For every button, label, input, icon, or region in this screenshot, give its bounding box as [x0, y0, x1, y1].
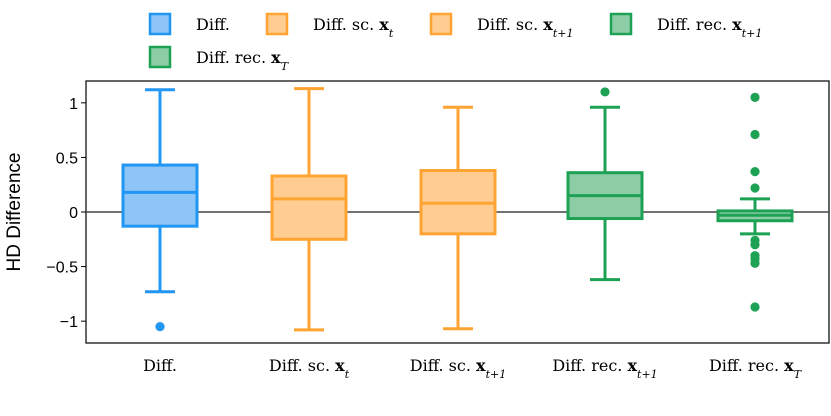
- box-series-5: [716, 92, 794, 312]
- x-category-label: Diff. sc. xt+1: [410, 356, 506, 381]
- outlier-point: [155, 322, 165, 332]
- outlier-point: [750, 167, 760, 177]
- outlier-point: [600, 87, 610, 97]
- legend-swatch: [429, 12, 453, 36]
- legend-swatch: [265, 12, 289, 36]
- legend-item-series-4: Diff. rec. xt+1: [609, 12, 762, 40]
- y-axis: 1 0.5 0 −0.5 −1: [46, 96, 86, 331]
- legend-swatch: [609, 12, 633, 36]
- outlier-point: [750, 183, 760, 193]
- outlier-point: [750, 302, 760, 312]
- x-category-label: Diff. rec. xt+1: [552, 356, 657, 381]
- legend-label: Diff. sc. xt+1: [477, 15, 573, 40]
- y-axis-label: HD Difference: [4, 153, 25, 272]
- x-axis: Diff. Diff. sc. xt Diff. sc. xt+1 Diff. rec…: [143, 356, 803, 381]
- y-tick-label: 0: [69, 205, 78, 222]
- box-series-1: [121, 88, 199, 332]
- legend-item-series-2: Diff. sc. xt: [265, 12, 394, 40]
- iqr-box: [270, 174, 348, 241]
- legend-item-series-5: Diff. rec. xT: [148, 45, 290, 73]
- legend-swatch: [148, 12, 172, 36]
- legend-label: Diff. rec. xt+1: [657, 15, 762, 40]
- outlier-point: [750, 240, 760, 250]
- outlier-point: [750, 258, 760, 268]
- legend-label: Diff. rec. xT: [196, 48, 290, 73]
- outlier-point: [750, 92, 760, 102]
- outlier-point: [750, 129, 760, 140]
- legend-item-series-3: Diff. sc. xt+1: [429, 12, 573, 40]
- legend-label: Diff. sc. xt: [313, 15, 394, 40]
- legend-item-series-1: Diff.: [148, 12, 230, 36]
- legend-label: Diff.: [196, 15, 230, 34]
- legend-swatch: [148, 45, 172, 69]
- y-tick-label: 1: [69, 96, 78, 113]
- x-category-label: Diff. rec. xT: [709, 356, 803, 381]
- box-series-2: [270, 87, 348, 332]
- iqr-box: [121, 163, 199, 228]
- x-category-label: Diff. sc. xt: [269, 356, 350, 381]
- box-series-3: [419, 105, 497, 331]
- plot-area: [85, 80, 830, 344]
- y-tick-label: 0.5: [56, 150, 78, 167]
- y-tick-label: −0.5: [46, 260, 78, 277]
- y-tick-label: −1: [60, 314, 78, 331]
- box-series-4: [566, 87, 644, 282]
- x-category-label: Diff.: [143, 356, 177, 375]
